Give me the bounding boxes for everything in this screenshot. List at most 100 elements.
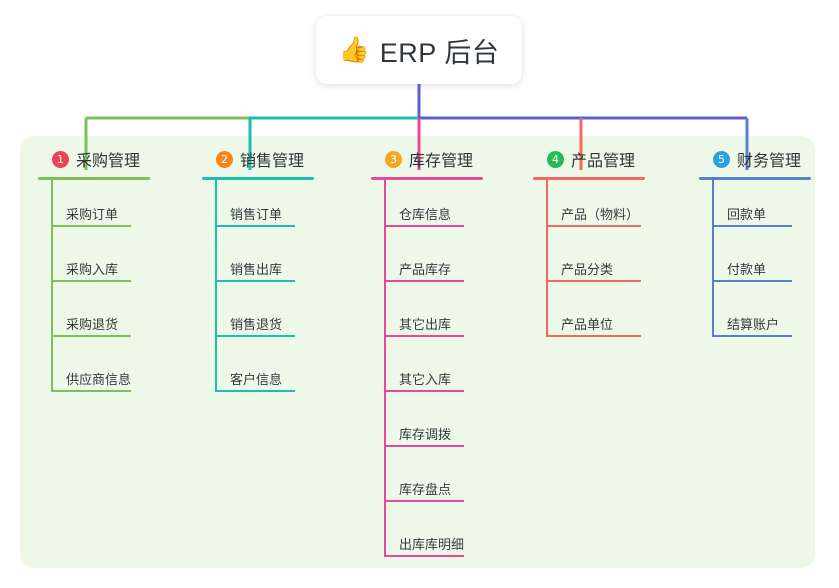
list-item[interactable]: 出库库明细 — [371, 510, 483, 565]
list-item[interactable]: 库存盘点 — [371, 455, 483, 510]
list-item-rule — [215, 335, 295, 337]
list-item-label: 付款单 — [727, 262, 767, 277]
column-spine — [712, 180, 714, 337]
list-item[interactable]: 采购入库 — [38, 235, 150, 290]
column-title: 采购管理 — [76, 153, 141, 170]
list-item-rule — [546, 225, 641, 227]
column-header-1[interactable]: 1 采购管理 — [38, 146, 150, 172]
list-item-label: 出库库明细 — [399, 537, 465, 552]
list-item-label: 其它出库 — [399, 317, 452, 332]
column-items: 回款单付款单结算账户 — [699, 180, 811, 345]
list-item[interactable]: 结算账户 — [699, 290, 811, 345]
diagram-panel — [20, 136, 815, 568]
list-item-rule — [546, 335, 641, 337]
list-item[interactable]: 客户信息 — [202, 345, 314, 400]
list-item[interactable]: 库存调拨 — [371, 400, 483, 455]
list-item-rule — [384, 555, 464, 557]
column-badge: 2 — [216, 150, 233, 168]
column-title: 产品管理 — [571, 153, 636, 170]
list-item[interactable]: 采购退货 — [38, 290, 150, 345]
list-item[interactable]: 供应商信息 — [38, 345, 150, 400]
column-spine — [215, 180, 217, 392]
list-item-label: 库存调拨 — [399, 427, 452, 442]
root-title: ERP 后台 — [379, 37, 500, 68]
list-item[interactable]: 其它出库 — [371, 290, 483, 345]
list-item-label: 结算账户 — [727, 317, 780, 332]
column-header-rule — [371, 177, 483, 180]
list-item-rule — [384, 445, 464, 447]
column-header-rule — [38, 177, 150, 180]
list-item-label: 采购退货 — [66, 317, 119, 332]
list-item-rule — [51, 225, 131, 227]
list-item-label: 采购入库 — [66, 262, 119, 277]
column-items: 采购订单采购入库采购退货供应商信息 — [38, 180, 150, 400]
list-item[interactable]: 其它入库 — [371, 345, 483, 400]
list-item[interactable]: 销售订单 — [202, 180, 314, 235]
column-badge: 3 — [385, 150, 402, 168]
column-header-3[interactable]: 3 库存管理 — [371, 146, 483, 172]
list-item[interactable]: 产品单位 — [533, 290, 645, 345]
column-spine — [546, 180, 548, 337]
list-item[interactable]: 销售退货 — [202, 290, 314, 345]
column-title: 财务管理 — [737, 153, 802, 170]
list-item-label: 产品（物料） — [561, 207, 640, 222]
list-item-label: 销售退货 — [230, 317, 283, 332]
list-item-label: 其它入库 — [399, 372, 452, 387]
list-item-label: 回款单 — [727, 207, 767, 222]
list-item-rule — [712, 335, 792, 337]
column-items: 产品（物料） 产品分类产品单位 — [533, 180, 645, 345]
column-1: 1 采购管理采购订单采购入库采购退货供应商信息 — [38, 146, 150, 400]
column-header-rule — [202, 177, 314, 180]
list-item[interactable]: 仓库信息 — [371, 180, 483, 235]
list-item-label: 销售订单 — [230, 207, 283, 222]
list-item-label: 供应商信息 — [66, 372, 132, 387]
list-item[interactable]: 回款单 — [699, 180, 811, 235]
column-spine — [384, 180, 386, 557]
column-header-5[interactable]: 5 财务管理 — [699, 146, 811, 172]
list-item-rule — [384, 225, 464, 227]
list-item-label: 产品单位 — [561, 317, 614, 332]
list-item-rule — [384, 500, 464, 502]
list-item-label: 产品分类 — [561, 262, 614, 277]
column-header-rule — [699, 177, 811, 180]
column-spine — [51, 180, 53, 392]
list-item-rule — [384, 390, 464, 392]
list-item[interactable]: 产品分类 — [533, 235, 645, 290]
column-badge: 5 — [713, 150, 730, 168]
list-item-label: 库存盘点 — [399, 482, 452, 497]
list-item-label: 销售出库 — [230, 262, 283, 277]
list-item-rule — [215, 390, 295, 392]
list-item-rule — [384, 335, 464, 337]
list-item[interactable]: 产品库存 — [371, 235, 483, 290]
list-item[interactable]: 销售出库 — [202, 235, 314, 290]
list-item-rule — [546, 280, 641, 282]
column-title: 销售管理 — [240, 153, 305, 170]
column-title: 库存管理 — [409, 153, 474, 170]
list-item-label: 仓库信息 — [399, 207, 452, 222]
column-5: 5 财务管理回款单付款单结算账户 — [699, 146, 811, 345]
column-header-2[interactable]: 2 销售管理 — [202, 146, 314, 172]
list-item-rule — [712, 280, 792, 282]
column-header-rule — [533, 177, 645, 180]
list-item[interactable]: 采购订单 — [38, 180, 150, 235]
list-item-rule — [51, 280, 131, 282]
root-node[interactable]: 👍 ERP 后台 — [316, 16, 522, 84]
list-item-rule — [215, 280, 295, 282]
column-badge: 1 — [52, 150, 69, 168]
list-item-rule — [51, 390, 131, 392]
thumbs-up-icon: 👍 — [338, 35, 370, 64]
list-item-rule — [215, 225, 295, 227]
list-item[interactable]: 产品（物料） — [533, 180, 645, 235]
list-item-label: 采购订单 — [66, 207, 119, 222]
column-items: 仓库信息产品库存其它出库其它入库库存调拨库存盘点出库库明细 — [371, 180, 483, 565]
list-item-rule — [712, 225, 792, 227]
column-2: 2 销售管理销售订单销售出库销售退货客户信息 — [202, 146, 314, 400]
column-items: 销售订单销售出库销售退货客户信息 — [202, 180, 314, 400]
list-item[interactable]: 付款单 — [699, 235, 811, 290]
list-item-rule — [384, 280, 464, 282]
list-item-rule — [51, 335, 131, 337]
